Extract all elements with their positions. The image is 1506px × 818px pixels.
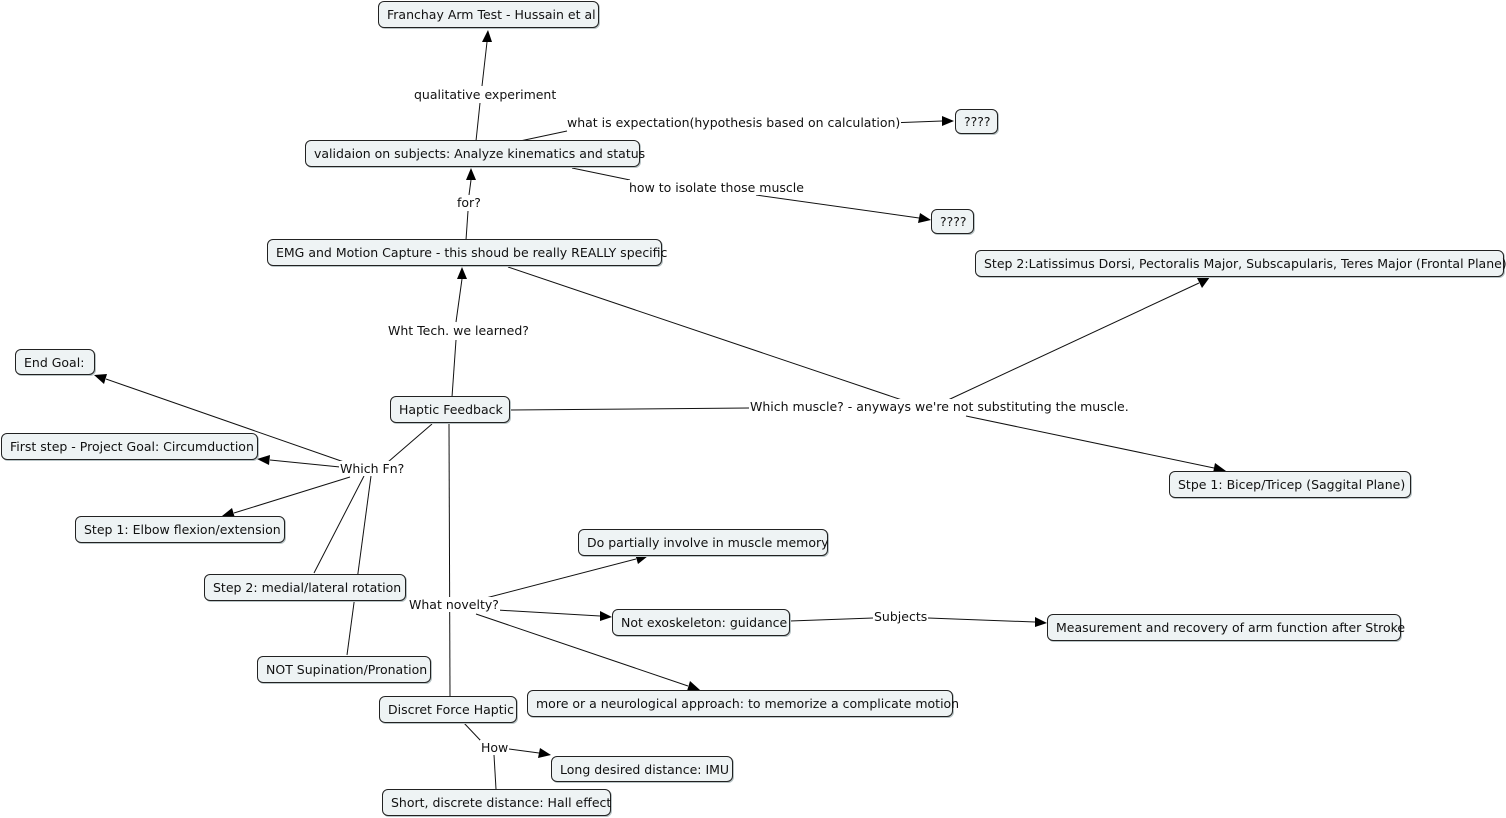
connector-for-to-validation (468, 179, 472, 196)
connector-how-to-short-dist (493, 754, 497, 790)
connector-wht-tech-to-emg (455, 278, 463, 323)
connector-haptic-to-which-fn (387, 423, 433, 463)
connector-haptic-to-which-muscle (509, 407, 750, 411)
arrowhead (600, 611, 612, 621)
link-qualitative-experiment[interactable]: qualitative experiment (413, 87, 558, 102)
connector-emg-to-which-muscle (507, 266, 906, 402)
connector-which-fn-to-end-goal (105, 378, 345, 463)
link-which-fn[interactable]: Which Fn? (339, 461, 406, 476)
connector-discret-to-how (462, 721, 482, 742)
arrowhead (1035, 617, 1047, 627)
arrowhead (687, 681, 700, 691)
node-end-goal[interactable]: End Goal: (15, 349, 95, 375)
connector-haptic-to-wht-tech (451, 339, 457, 398)
link-subjects[interactable]: Subjects (873, 609, 929, 624)
link-how-to-isolate[interactable]: how to isolate those muscle (628, 180, 805, 195)
connector-validation-to-qualitative (475, 102, 481, 142)
connector-how-to-long-dist (508, 748, 540, 754)
connector-which-fn-to-first-step (269, 459, 341, 468)
node-step2-rotation[interactable]: Step 2: medial/lateral rotation (204, 574, 406, 601)
link-what-is-expectation[interactable]: what is expectation(hypothesis based on … (566, 115, 902, 130)
node-step2-latissimus[interactable]: Step 2:Latissimus Dorsi, Pectoralis Majo… (975, 250, 1506, 277)
node-unknown-isolation[interactable]: ???? (931, 209, 974, 234)
node-discret-force-haptic[interactable]: Discret Force Haptic (379, 696, 517, 723)
arrowhead (466, 168, 476, 180)
node-neurological-approach[interactable]: more or a neurological approach: to memo… (527, 690, 959, 717)
node-franchay-arm-test[interactable]: Franchay Arm Test - Hussain et al (378, 1, 599, 28)
arrowhead (1213, 463, 1226, 473)
connector-validation-to-expectation (519, 130, 568, 142)
connector-novelty-to-not-exo (496, 609, 601, 617)
connector-not-exo-to-subjects (789, 617, 874, 622)
connector-novelty-to-muscle-memory (481, 558, 637, 600)
connector-which-fn-to-elbow (233, 476, 351, 514)
connector-which-muscle-to-step2-lat (947, 282, 1200, 401)
node-short-distance-hall[interactable]: Short, discrete distance: Hall effect (382, 789, 611, 816)
link-what-novelty[interactable]: What novelty? (408, 597, 500, 612)
connector-haptic-to-discret (448, 423, 451, 697)
connector-qualitative-to-franchay (481, 41, 488, 87)
arrowhead (94, 374, 107, 384)
connector-which-muscle-to-stpe1 (965, 415, 1215, 469)
link-wht-tech-learned[interactable]: Wht Tech. we learned? (387, 323, 530, 338)
node-haptic-feedback[interactable]: Haptic Feedback (390, 396, 510, 423)
node-not-exoskeleton[interactable]: Not exoskeleton: guidance (612, 609, 790, 636)
arrowhead (257, 455, 270, 465)
node-validation-subjects[interactable]: validaion on subjects: Analyze kinematic… (305, 140, 645, 167)
arrowhead (222, 508, 235, 518)
link-which-muscle[interactable]: Which muscle? - anyways we're not substi… (749, 399, 1130, 414)
node-not-supination[interactable]: NOT Supination/Pronation (257, 656, 431, 683)
node-measurement-recovery[interactable]: Measurement and recovery of arm function… (1047, 614, 1405, 641)
arrowhead (538, 748, 551, 758)
arrowhead (482, 30, 492, 42)
connector-validation-to-isolate (571, 167, 631, 181)
node-emg-motion-capture[interactable]: EMG and Motion Capture - this shoud be r… (267, 239, 667, 266)
connector-which-fn-to-not-sup (346, 475, 372, 656)
node-long-distance-imu[interactable]: Long desired distance: IMU (551, 756, 733, 782)
node-stpe1-bicep-tricep[interactable]: Stpe 1: Bicep/Tricep (Saggital Plane) (1169, 471, 1411, 498)
node-first-step-circumduction[interactable]: First step - Project Goal: Circumduction (1, 433, 258, 460)
arrowhead (635, 554, 648, 564)
link-for[interactable]: for? (456, 195, 482, 210)
link-how[interactable]: How (480, 740, 510, 755)
arrowhead (1197, 277, 1210, 288)
node-unknown-expectation[interactable]: ???? (955, 109, 998, 134)
connector-subjects-to-measurement (927, 617, 1036, 623)
connector-emg-to-for (465, 210, 469, 241)
connector-isolate-to-q2 (755, 194, 920, 219)
node-muscle-memory[interactable]: Do partially involve in muscle memory (578, 529, 829, 556)
arrowhead (457, 267, 467, 279)
connector-novelty-to-neuro (475, 613, 689, 687)
connector-which-fn-to-step2-rot (313, 475, 365, 574)
arrowhead (918, 213, 931, 223)
arrowhead (942, 116, 954, 126)
node-step1-elbow[interactable]: Step 1: Elbow flexion/extension (75, 516, 285, 543)
